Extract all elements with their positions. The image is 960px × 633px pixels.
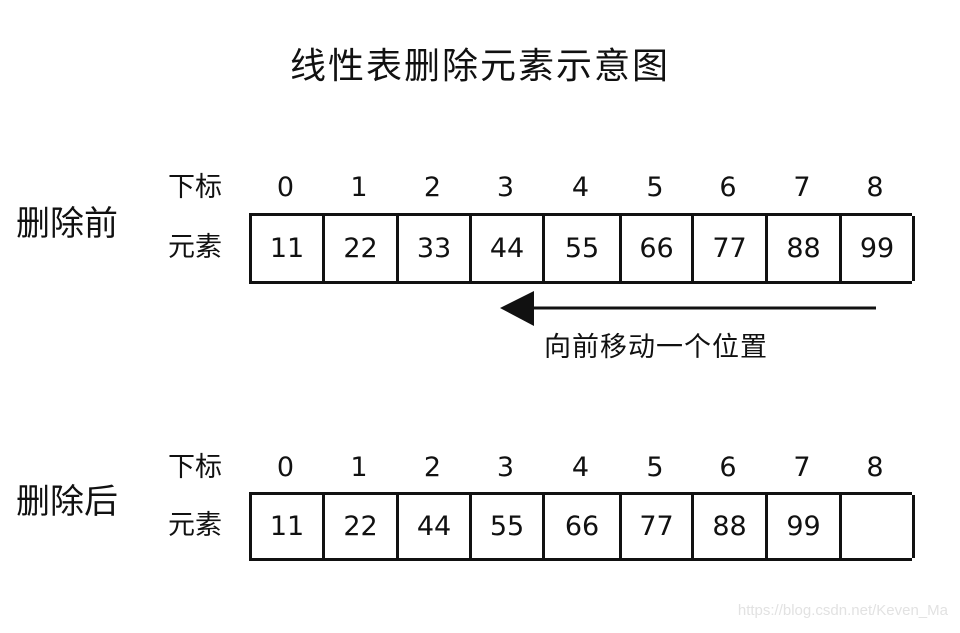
array-cell: 88 [768, 216, 842, 281]
before-section-label: 删除前 [16, 204, 118, 244]
index-cell: 3 [496, 172, 515, 203]
array-cell: 22 [325, 495, 399, 558]
after-section-label: 删除后 [16, 482, 118, 522]
index-cell: 6 [719, 172, 737, 203]
index-cell: 2 [423, 172, 442, 203]
array-cell: 22 [325, 216, 399, 281]
array-cell: 11 [252, 495, 325, 558]
after-index-row: 0 1 2 3 4 5 6 7 8 [249, 450, 911, 486]
array-cell: 55 [545, 216, 622, 281]
index-cell: 2 [423, 452, 442, 483]
after-array-box: 11 22 44 55 66 77 88 99 [249, 492, 915, 561]
index-cell: 6 [719, 452, 737, 483]
watermark: https://blog.csdn.net/Keven_Ma [737, 602, 948, 619]
array-cell: 33 [399, 216, 472, 281]
index-cell: 1 [350, 452, 368, 483]
array-cell: 77 [622, 495, 694, 558]
index-cell: 4 [571, 172, 590, 203]
index-cell: 1 [350, 172, 368, 203]
before-index-label: 下标 [168, 172, 222, 203]
array-cell: 55 [472, 495, 545, 558]
array-cell-empty [842, 495, 915, 558]
array-cell: 99 [842, 216, 915, 281]
before-array-box: 11 22 33 44 55 66 77 88 99 [249, 213, 915, 284]
index-cell: 7 [793, 452, 811, 483]
index-cell: 5 [646, 452, 664, 483]
before-index-row: 0 1 2 3 4 5 6 7 8 [249, 170, 911, 206]
index-cell: 3 [496, 452, 515, 483]
array-cell: 44 [472, 216, 545, 281]
array-cell: 77 [694, 216, 768, 281]
shift-left-arrow-icon [498, 288, 880, 334]
index-cell: 5 [646, 172, 664, 203]
index-cell: 0 [276, 172, 295, 203]
arrow-label: 向前移动一个位置 [544, 332, 768, 363]
array-cell: 44 [399, 495, 472, 558]
before-element-label: 元素 [168, 232, 222, 263]
after-index-label: 下标 [168, 452, 222, 483]
index-cell: 4 [571, 452, 590, 483]
after-element-label: 元素 [168, 510, 222, 541]
index-cell: 0 [276, 452, 295, 483]
diagram-title: 线性表删除元素示意图 [289, 46, 670, 87]
index-cell: 7 [793, 172, 811, 203]
index-cell: 8 [866, 452, 884, 483]
array-cell: 66 [622, 216, 694, 281]
index-cell: 8 [866, 172, 884, 203]
array-cell: 11 [252, 216, 325, 281]
array-cell: 88 [694, 495, 768, 558]
array-cell: 99 [768, 495, 842, 558]
array-cell: 66 [545, 495, 622, 558]
